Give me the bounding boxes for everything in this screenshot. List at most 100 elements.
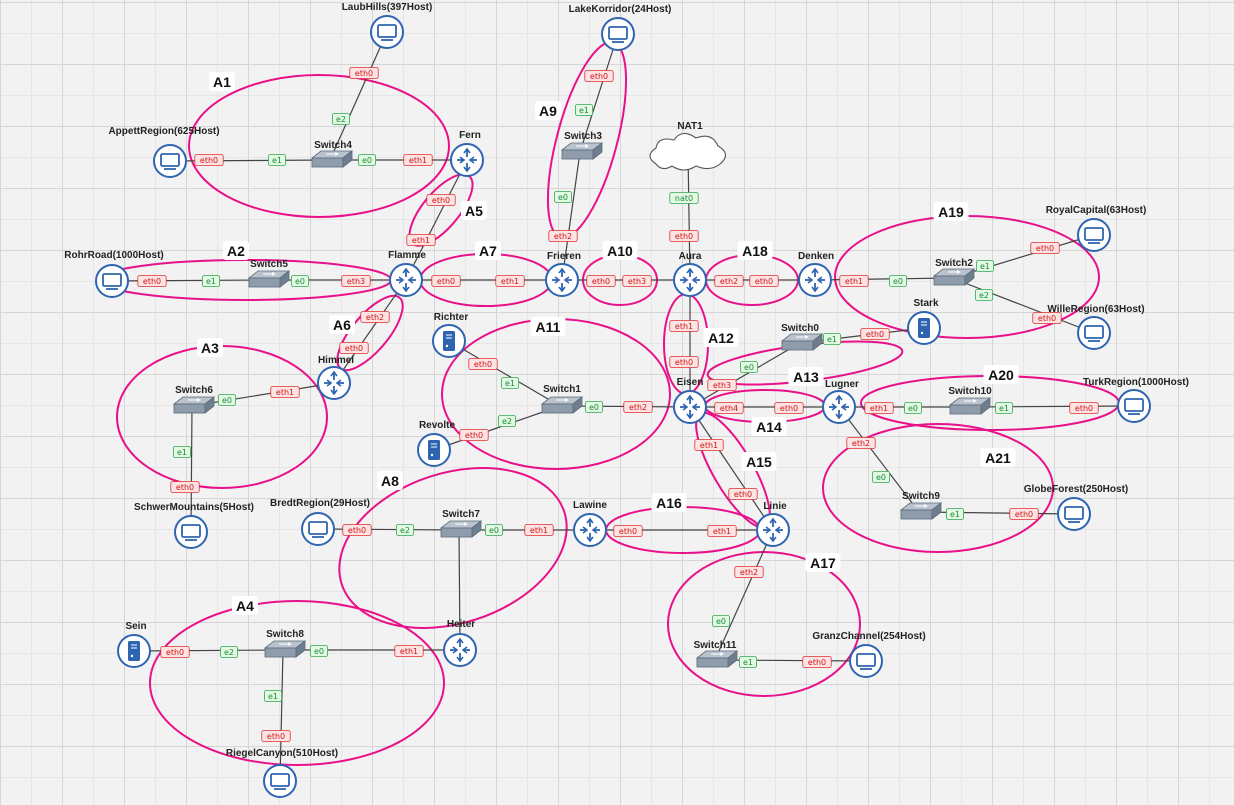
svg-text:e1: e1 bbox=[177, 448, 187, 457]
link-appettregion-switch4[interactable] bbox=[169, 159, 331, 162]
link-bredtregion-switch7[interactable] bbox=[317, 528, 460, 531]
pc-appettregion[interactable]: AppettRegion(625Host) bbox=[108, 126, 220, 178]
pc-schwermountains[interactable]: SchwerMountains(5Host) bbox=[134, 502, 254, 549]
device-label: RohrRoad(1000Host) bbox=[64, 250, 163, 261]
device-label: AppettRegion(625Host) bbox=[108, 126, 219, 137]
link-switch3-frieren[interactable] bbox=[561, 151, 581, 281]
pc-turkregion[interactable]: TurkRegion(1000Host) bbox=[1083, 377, 1189, 423]
port-label: eth0 bbox=[160, 646, 190, 658]
link-switch8-riegelcanyon[interactable] bbox=[279, 649, 284, 782]
router-denken[interactable]: Denken bbox=[798, 251, 834, 297]
pc-globeforest[interactable]: GlobeForest(250Host) bbox=[1024, 484, 1128, 531]
switch-switch8[interactable]: Switch8 bbox=[263, 629, 307, 658]
cloud-nat1[interactable]: NAT1 bbox=[649, 121, 727, 171]
device-label: Lugner bbox=[825, 379, 859, 390]
link-lugner-switch9[interactable] bbox=[838, 406, 920, 513]
switch-switch0[interactable]: Switch0 bbox=[780, 323, 824, 351]
pc-icon bbox=[1117, 389, 1151, 423]
link-denken-switch2[interactable] bbox=[814, 277, 953, 281]
pc-rohrroad[interactable]: RohrRoad(1000Host) bbox=[64, 250, 164, 298]
svg-text:eth2: eth2 bbox=[554, 232, 572, 241]
switch-switch2[interactable]: Switch2 bbox=[932, 258, 976, 286]
area-label-a11: A11 bbox=[536, 319, 561, 335]
pc-icon bbox=[1077, 218, 1111, 252]
server-stark[interactable]: Stark bbox=[907, 298, 941, 345]
port-label: eth0 bbox=[459, 429, 489, 441]
device-label: Stark bbox=[913, 298, 938, 309]
switch-switch9[interactable]: Switch9 bbox=[899, 491, 943, 520]
svg-text:eth0: eth0 bbox=[1075, 404, 1093, 413]
svg-text:e2: e2 bbox=[224, 648, 234, 657]
link-switch10-turkregion[interactable] bbox=[967, 405, 1135, 408]
server-sein[interactable]: Sein bbox=[117, 621, 151, 668]
router-aura[interactable]: Aura bbox=[673, 251, 707, 297]
pc-riegelcanyon[interactable]: RiegelCanyon(510Host) bbox=[226, 748, 338, 798]
link-rohrroad-switch5[interactable] bbox=[111, 279, 268, 282]
device-label: Richter bbox=[434, 312, 469, 323]
pc-lakekorridor[interactable]: LakeKorridor(24Host) bbox=[569, 4, 672, 51]
svg-text:eth1: eth1 bbox=[700, 441, 718, 450]
switch-switch1[interactable]: Switch1 bbox=[540, 384, 584, 414]
link-himmel-switch6[interactable] bbox=[191, 382, 335, 407]
area-boundary-a3 bbox=[116, 345, 328, 489]
router-fern[interactable]: Fern bbox=[450, 130, 484, 177]
svg-text:eth0: eth0 bbox=[1036, 244, 1054, 253]
link-flamme-himmel[interactable] bbox=[333, 279, 407, 384]
pc-willeregion[interactable]: WilleRegion(63Host) bbox=[1047, 304, 1145, 350]
link-nat1-aura[interactable] bbox=[687, 151, 691, 281]
link-eisen-switch0[interactable] bbox=[689, 342, 801, 408]
link-lakekorridor-switch3[interactable] bbox=[579, 33, 619, 153]
device-label: TurkRegion(1000Host) bbox=[1083, 377, 1189, 388]
switch-switch7[interactable]: Switch7 bbox=[439, 509, 483, 538]
switch-switch4[interactable]: Switch4 bbox=[310, 140, 354, 168]
router-heiter[interactable]: Heiter bbox=[443, 619, 477, 667]
router-linie[interactable]: Linie bbox=[756, 501, 790, 547]
pc-granzchannel[interactable]: GranzChannel(254Host) bbox=[812, 631, 926, 678]
pc-royalcapital[interactable]: RoyalCapital(63Host) bbox=[1046, 205, 1147, 252]
link-fern-flamme[interactable] bbox=[405, 159, 468, 281]
server-richter[interactable]: Richter bbox=[432, 312, 469, 358]
pc-bredtregion[interactable]: BredtRegion(29Host) bbox=[270, 498, 370, 546]
router-himmel[interactable]: Himmel bbox=[317, 355, 354, 400]
router-eisen[interactable]: Eisen bbox=[673, 377, 707, 424]
switch-switch5[interactable]: Switch5 bbox=[247, 259, 291, 288]
router-lawine[interactable]: Lawine bbox=[573, 500, 607, 547]
switch-switch3[interactable]: Switch3 bbox=[560, 131, 604, 160]
router-lugner[interactable]: Lugner bbox=[822, 379, 859, 424]
link-richter-switch1[interactable] bbox=[448, 340, 561, 407]
svg-text:e1: e1 bbox=[999, 404, 1009, 413]
link-switch11-granzchannel[interactable] bbox=[714, 659, 867, 662]
router-flamme[interactable]: Flamme bbox=[388, 250, 426, 297]
link-revolte-switch1[interactable] bbox=[433, 405, 561, 451]
area-label-a8: A8 bbox=[381, 473, 399, 489]
svg-text:eth1: eth1 bbox=[845, 277, 863, 286]
area-label-a16: A16 bbox=[656, 495, 682, 511]
link-switch6-schwermountains[interactable] bbox=[190, 405, 193, 533]
area-label-bg bbox=[980, 448, 1016, 467]
pc-laubhills[interactable]: LaubHills(397Host) bbox=[342, 2, 433, 49]
device-label: WilleRegion(63Host) bbox=[1047, 304, 1144, 315]
link-switch9-globeforest[interactable] bbox=[918, 511, 1075, 515]
switch-switch10[interactable]: Switch10 bbox=[948, 386, 992, 415]
link-laubhills-switch4[interactable] bbox=[329, 31, 388, 161]
link-linie-switch11[interactable] bbox=[714, 529, 774, 661]
switch-switch6[interactable]: Switch6 bbox=[172, 385, 216, 414]
router-icon bbox=[673, 263, 707, 297]
port-label: e0 bbox=[290, 275, 309, 287]
link-switch2-willeregion[interactable] bbox=[951, 277, 1095, 334]
switch-switch11[interactable]: Switch11 bbox=[694, 640, 739, 668]
link-eisen-linie[interactable] bbox=[689, 406, 774, 531]
svg-text:eth1: eth1 bbox=[276, 388, 294, 397]
router-frieren[interactable]: Frieren bbox=[545, 251, 581, 297]
port-label: eth0 bbox=[1032, 312, 1062, 324]
link-sein-switch8[interactable] bbox=[133, 649, 284, 652]
link-switch7-heiter[interactable] bbox=[458, 529, 461, 651]
port-label: e2 bbox=[331, 113, 350, 125]
port-label: eth1 bbox=[495, 275, 525, 287]
svg-text:eth2: eth2 bbox=[740, 568, 758, 577]
server-revolte[interactable]: Revolte bbox=[417, 420, 455, 467]
link-switch2-royalcapital[interactable] bbox=[951, 234, 1095, 279]
pc-icon bbox=[301, 512, 335, 546]
area-label-a10: A10 bbox=[607, 243, 633, 259]
